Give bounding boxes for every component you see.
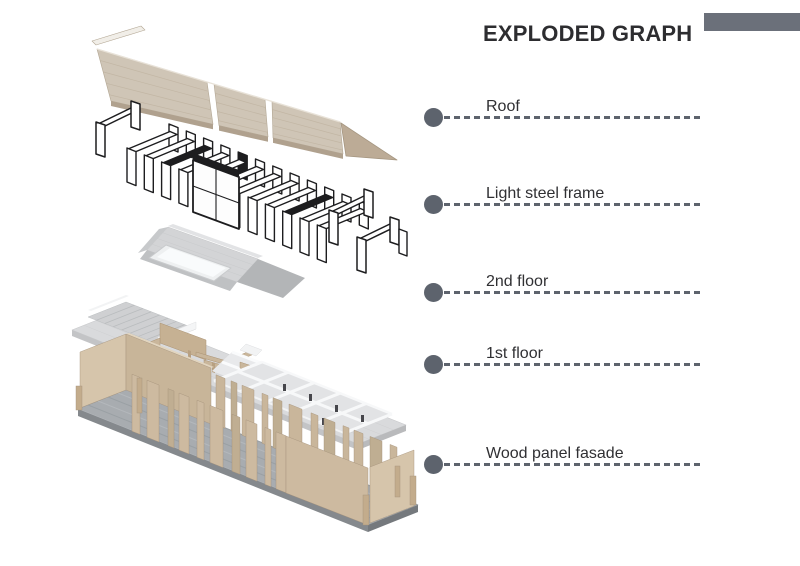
page-title: EXPLODED GRAPH [483, 20, 693, 46]
legend-label: 1st floor [486, 345, 543, 362]
legend-dash-line [444, 291, 703, 294]
legend-row-roof: Roof [424, 98, 704, 128]
legend-dash-line [444, 363, 703, 366]
legend-label: Light steel frame [486, 185, 605, 202]
legend-bullet [424, 355, 443, 374]
legend-row-1st-floor: 1st floor [424, 345, 704, 375]
legend-dash-line [444, 203, 703, 206]
legend-row-2nd-floor: 2nd floor [424, 273, 704, 303]
legend-label: Roof [486, 98, 520, 115]
wood-fasade-illustration [75, 333, 419, 532]
legend-label: Wood panel fasade [486, 445, 624, 462]
exploded-axonometric-drawing [71, 25, 419, 532]
legend-bullet [424, 283, 443, 302]
legend-dash-line [444, 116, 703, 119]
legend-label: 2nd floor [486, 273, 549, 290]
legend-bullet [424, 455, 443, 474]
steel-frame-illustration [95, 100, 408, 274]
legend-row-wood-panel-fasade: Wood panel fasade [424, 445, 704, 475]
second-floor-illustration [138, 224, 305, 298]
legend-dash-line [444, 463, 703, 466]
title-accent-bar [704, 13, 800, 31]
legend-bullet [424, 108, 443, 127]
roof-illustration [91, 25, 398, 161]
legend-row-light-steel-frame: Light steel frame [424, 185, 704, 215]
legend-bullet [424, 195, 443, 214]
